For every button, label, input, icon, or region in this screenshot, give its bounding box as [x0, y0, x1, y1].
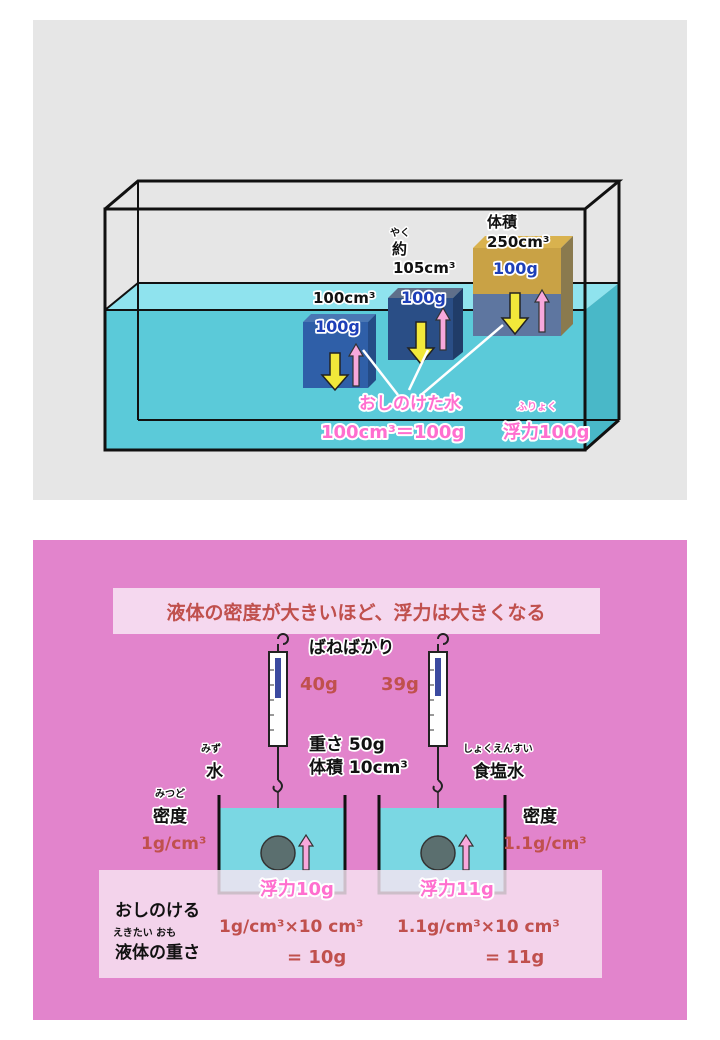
panel-title: 液体の密度が大きいほど、浮力は大きくなる — [166, 601, 545, 624]
volume-label: 体積 — [487, 213, 518, 231]
buoyancy-ruby: ふりょく — [517, 401, 557, 413]
water-label: 水 — [206, 761, 224, 782]
weight-c: 100g — [493, 259, 538, 278]
water-ruby: みず — [201, 742, 221, 755]
salt-label: 食塩水 — [473, 761, 525, 782]
liquid-weight-label: 液体の重さ — [115, 942, 200, 963]
push-label: おしのける — [115, 901, 200, 921]
weight-b: 100g — [401, 288, 446, 307]
salt-ruby: しょくえんすい — [463, 743, 533, 755]
scale-label: ばねばかり — [309, 638, 394, 658]
weight-label: 重さ 50g — [309, 734, 385, 755]
displaced-value: 100cm³＝100g — [321, 422, 464, 443]
small-volume: 100cm³ — [313, 289, 375, 307]
approx-ruby: やく — [390, 227, 410, 239]
weight-a: 100g — [315, 317, 360, 336]
liquid-ruby: えきたい おも — [113, 927, 176, 939]
volume-label: 体積 10cm³ — [309, 757, 408, 778]
result-right: = 11g — [485, 947, 544, 968]
approx-label: 約 — [392, 240, 407, 258]
result-left: = 10g — [287, 947, 346, 968]
pointer-lines — [362, 324, 504, 396]
displaced-label: おしのけた水 — [359, 393, 462, 414]
title-banner — [113, 588, 600, 634]
water-side — [585, 283, 619, 450]
calc-box — [99, 870, 602, 978]
volume-value: 250cm³ — [487, 233, 549, 251]
density-right-value: 1.1g/cm³ — [503, 834, 587, 854]
buoyancy-arrows — [347, 288, 551, 387]
tank-outline — [103, 179, 624, 452]
scale-right-value: 39g — [381, 674, 419, 695]
scale-left-value: 40g — [300, 674, 338, 695]
spring-scale-left — [268, 633, 289, 845]
aquarium-panel: 体積 250cm³ やく 約 105cm³ 100cm³ 100g 100g 1… — [33, 20, 687, 500]
density-left-value: 1g/cm³ — [141, 834, 206, 854]
density-label-right: 密度 — [523, 806, 558, 827]
density-label-left: 密度 — [153, 806, 188, 827]
buoyancy-right: 浮力11g — [420, 878, 494, 900]
density-ruby: みつど — [155, 787, 185, 800]
spring-scale-right — [428, 633, 449, 845]
density-panel: 液体の密度が大きいほど、浮力は大きくなる ばねばかり 40g — [33, 540, 687, 1020]
buoyancy-value: 浮力100g — [503, 421, 589, 443]
calc-right: 1.1g/cm³×10 cm³ — [397, 917, 560, 937]
calc-left: 1g/cm³×10 cm³ — [219, 917, 364, 937]
buoyancy-left: 浮力10g — [260, 878, 334, 900]
approx-value: 105cm³ — [393, 259, 455, 277]
